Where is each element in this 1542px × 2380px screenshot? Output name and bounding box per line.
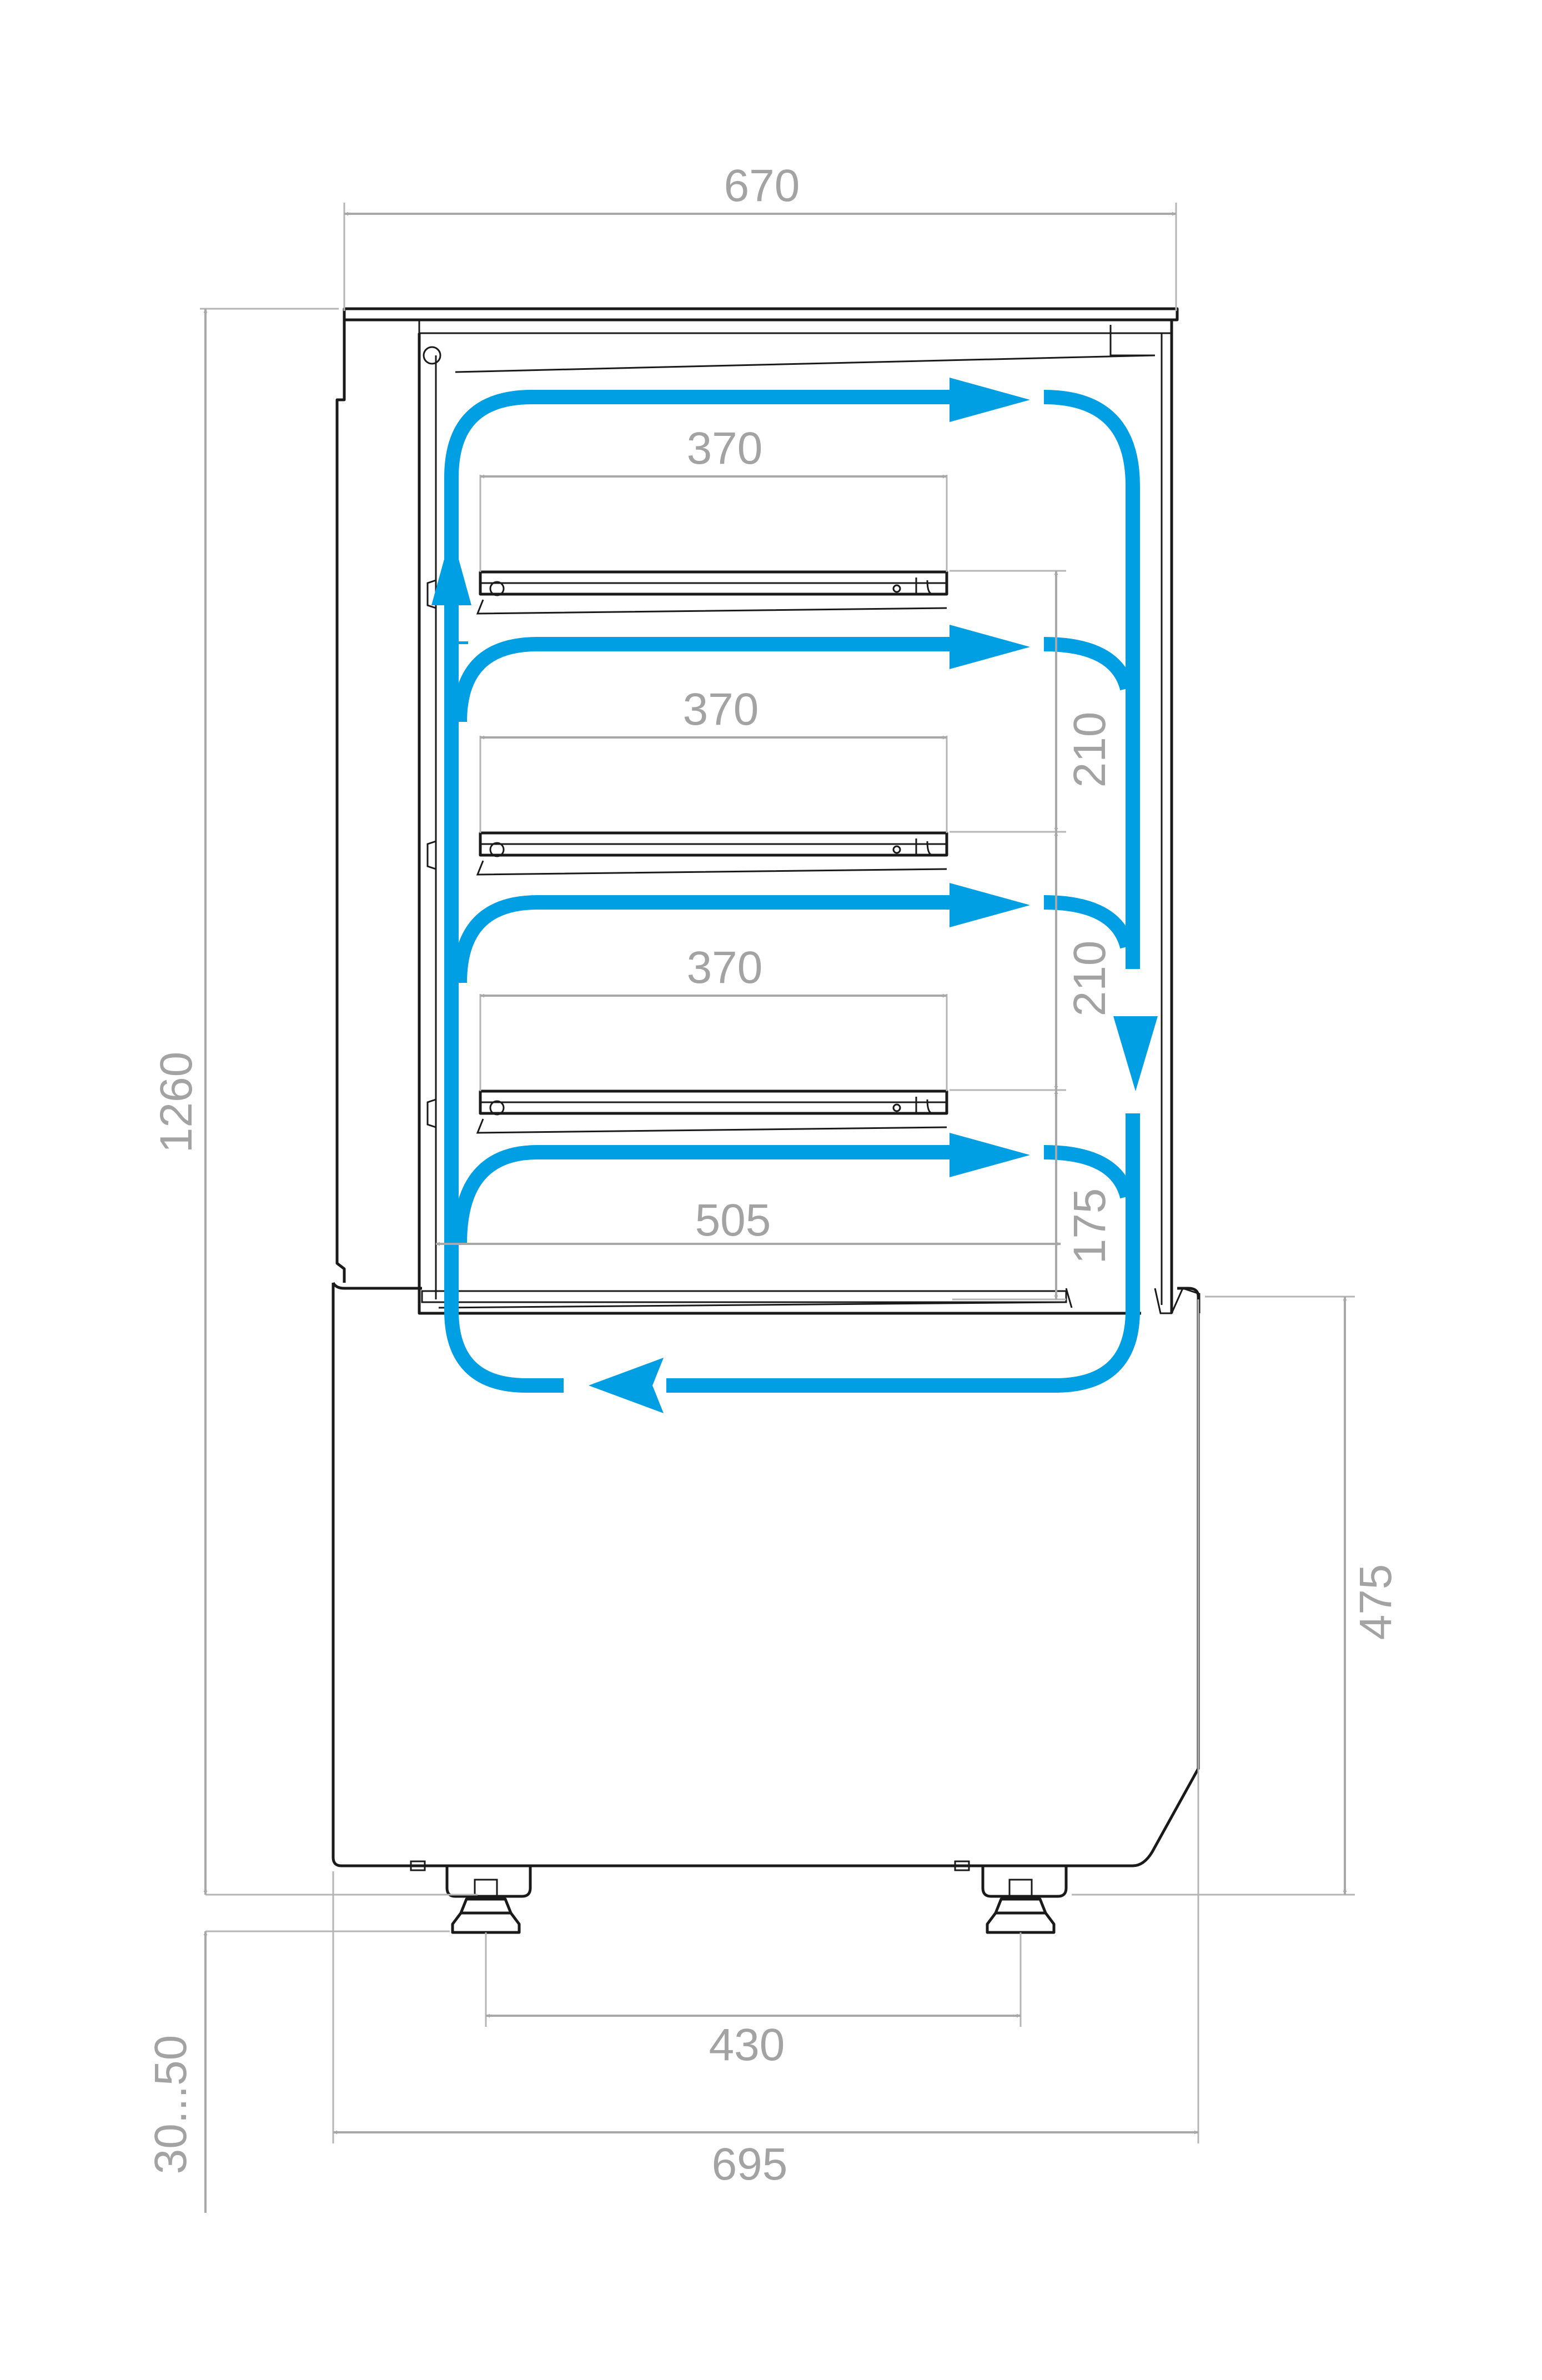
dim-label-210-2: 210 — [1064, 941, 1115, 1017]
dim-base-shelf-depth: 505 — [436, 1195, 1061, 1246]
dim-label-430: 430 — [709, 2020, 785, 2070]
dim-feet-spacing: 430 — [485, 1932, 1022, 2070]
dim-shelf-spacings: 210 210 175 — [950, 570, 1115, 1301]
right-arrow-head-3 — [950, 883, 1030, 927]
shelf-3 — [426, 1089, 948, 1134]
dim-label-30-50: 30...50 — [145, 2035, 196, 2175]
down-arrow-head — [1113, 1016, 1158, 1091]
dim-overall-height: 1260 — [151, 308, 478, 1896]
dim-base-height: 475 — [1072, 1296, 1401, 1896]
left-arrow-head — [589, 1358, 664, 1413]
dim-label-505: 505 — [695, 1195, 771, 1246]
dim-base-width: 695 — [332, 1299, 1199, 2190]
right-foot — [954, 1860, 1068, 1934]
dim-label-210-1: 210 — [1064, 712, 1115, 788]
dim-shelf-depth-2: 370 — [479, 684, 948, 833]
right-arrow-head-2 — [950, 625, 1030, 669]
dim-label-695: 695 — [712, 2139, 788, 2190]
right-arrow-head-1 — [950, 378, 1030, 422]
cabinet-outline — [331, 307, 1201, 1934]
dim-overall-width-top: 670 — [343, 160, 1177, 311]
dim-label-370-1: 370 — [687, 423, 763, 474]
dim-label-370-2: 370 — [683, 684, 759, 735]
dim-label-370-3: 370 — [687, 942, 763, 993]
dim-shelf-depth-3: 370 — [479, 942, 948, 1091]
airflow-arrows — [431, 378, 1158, 1413]
dim-label-670: 670 — [724, 160, 800, 211]
left-foot — [410, 1860, 532, 1934]
up-arrow-head — [431, 533, 471, 605]
dim-label-1260: 1260 — [151, 1052, 202, 1153]
shelf-1 — [426, 570, 948, 615]
dim-feet-adjust: 30...50 — [145, 1930, 450, 2213]
right-arrow-head-4 — [950, 1133, 1030, 1177]
dim-label-175: 175 — [1064, 1188, 1115, 1264]
dim-label-475: 475 — [1350, 1564, 1401, 1640]
dim-shelf-depth-1: 370 — [479, 423, 948, 572]
shelf-2 — [426, 831, 948, 876]
